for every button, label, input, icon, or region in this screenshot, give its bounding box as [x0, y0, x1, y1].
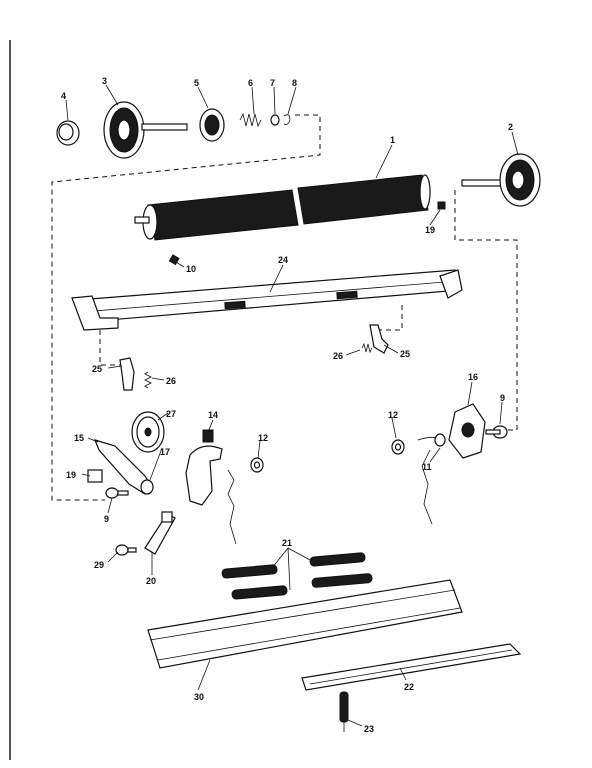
callout-6: 6 [248, 78, 253, 88]
part-15-lever-arm [93, 439, 154, 495]
callout-2: 2 [508, 122, 513, 132]
part-2-right-knob [461, 153, 541, 207]
part-12-washer-left [250, 457, 264, 473]
part-25-lever-left [119, 357, 135, 391]
part-4-knob-cap [56, 120, 80, 146]
callout-26-right: 26 [333, 351, 343, 361]
callout-labels: 4 3 5 6 7 8 1 2 19 10 24 26 25 25 26 27 … [61, 76, 513, 734]
leader-lines [65, 84, 519, 727]
callout-25-right: 25 [400, 349, 410, 359]
part-23-spring [339, 691, 349, 732]
part-19-screw-upper [437, 201, 446, 210]
part-27-ratchet-gear [131, 411, 165, 453]
part-5-gear [199, 108, 225, 142]
callout-1: 1 [390, 135, 395, 145]
callout-11-right: 11 [422, 462, 432, 472]
part-18-clip [87, 469, 103, 483]
part-16-right-bracket [448, 403, 486, 459]
part-30-base-plate [147, 579, 463, 669]
part-14-side-bracket [185, 429, 237, 545]
assembly-guide-lines [51, 114, 518, 501]
callout-19-lower: 19 [66, 470, 76, 480]
part-29-screw [115, 544, 137, 556]
callout-19-upper: 19 [425, 225, 435, 235]
part-20-link [144, 511, 176, 555]
callout-14: 14 [208, 410, 218, 420]
part-26-spring-right [361, 342, 373, 354]
callout-12-left: 12 [258, 433, 268, 443]
callout-15: 15 [74, 433, 84, 443]
callout-8: 8 [292, 78, 297, 88]
part-8-clip [283, 114, 291, 125]
callout-27: 27 [166, 409, 176, 419]
callout-30: 30 [194, 692, 204, 702]
callout-22: 22 [404, 682, 414, 692]
part-12-washer-right [391, 439, 405, 455]
callout-29: 29 [94, 560, 104, 570]
callout-7: 7 [270, 78, 275, 88]
callout-26-left: 26 [166, 376, 176, 386]
callout-20: 20 [146, 576, 156, 586]
callout-3: 3 [102, 76, 107, 86]
callout-21: 21 [282, 538, 292, 548]
part-9-screw-left [105, 487, 129, 499]
part-7-washer [270, 114, 280, 126]
part-21-springs [221, 552, 373, 600]
part-3-platen-knob [103, 101, 188, 159]
part-6-spring [239, 112, 262, 128]
part-9-screw-right [485, 425, 508, 439]
part-22-rack-bar [301, 643, 522, 691]
callout-25-left: 25 [92, 364, 102, 374]
callout-9-left: 9 [104, 514, 109, 524]
part-25-lever-right [369, 324, 389, 354]
part-11-spring-wire [417, 433, 446, 525]
callout-12-right: 12 [388, 410, 398, 420]
callout-24: 24 [278, 255, 288, 265]
callout-17: 17 [160, 447, 170, 457]
callout-23: 23 [364, 724, 374, 734]
callout-9-right: 9 [500, 393, 505, 403]
callout-10: 10 [186, 264, 196, 274]
callout-16: 16 [468, 372, 478, 382]
part-26-spring-left [144, 371, 152, 389]
part-24-paper-bail-bar [71, 269, 463, 331]
part-1-platen-roller [134, 174, 431, 241]
callout-4: 4 [61, 91, 66, 101]
callout-5: 5 [194, 78, 199, 88]
